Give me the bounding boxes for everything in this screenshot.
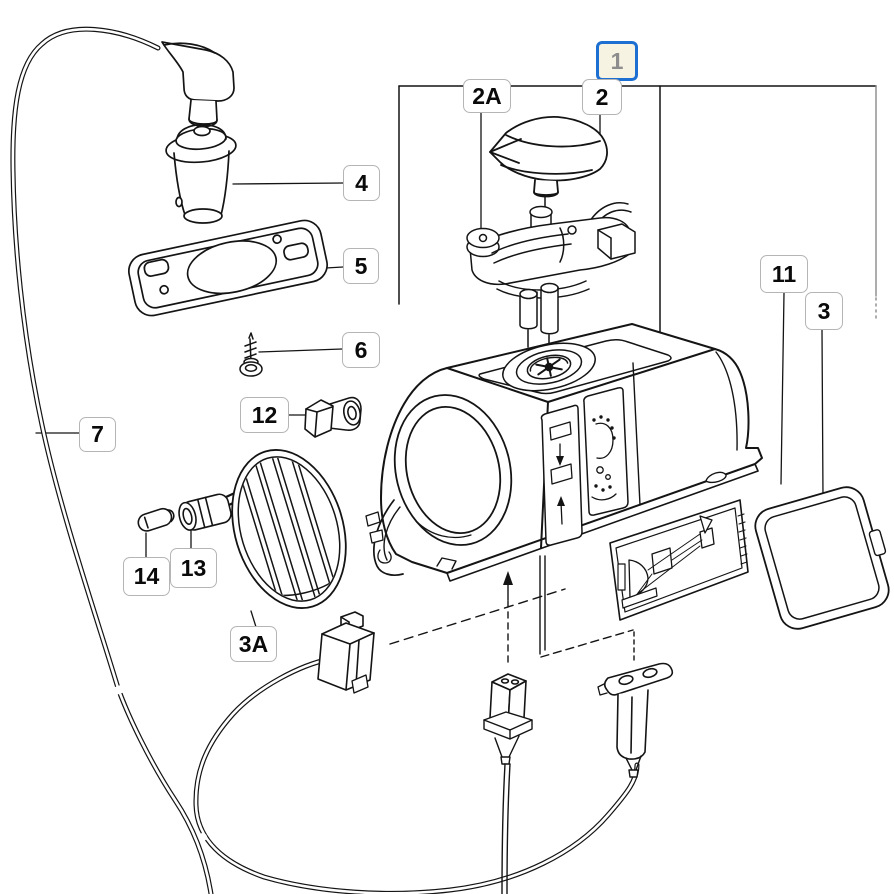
callout-1[interactable]: 1 — [596, 41, 638, 81]
part-4-rubber-cap — [165, 123, 237, 224]
part-11-panel — [609, 499, 749, 621]
part-connector-loop-cable — [186, 656, 640, 894]
callout-3[interactable]: 3 — [805, 292, 843, 330]
part-2-knob — [489, 116, 608, 198]
part-1-housing — [365, 323, 763, 582]
callout-5[interactable]: 5 — [343, 248, 379, 284]
callout-4[interactable]: 4 — [343, 165, 380, 201]
part-3a-cover-disc — [231, 445, 347, 613]
part-12-bulb-holder — [304, 396, 362, 438]
callout-13[interactable]: 13 — [170, 548, 217, 588]
callout-12[interactable]: 12 — [240, 397, 289, 433]
callout-6[interactable]: 6 — [342, 332, 380, 368]
callout-14[interactable]: 14 — [123, 557, 170, 596]
callout-2[interactable]: 2 — [582, 79, 622, 115]
up-arrow-icon — [503, 571, 513, 585]
callout-7[interactable]: 7 — [79, 417, 116, 452]
part-6-screw — [239, 332, 263, 377]
part-3-frame — [754, 486, 890, 630]
part-connector-right — [597, 662, 674, 778]
part-connector-middle — [483, 673, 533, 894]
callout-3a[interactable]: 3A — [230, 626, 277, 662]
part-5-gasket — [128, 219, 328, 317]
part-7-cable — [10, 26, 214, 894]
group-assembly-dashes — [389, 555, 635, 666]
part-2a-switch-assembly — [466, 195, 636, 356]
part-connector-left — [317, 611, 375, 694]
callout-2a[interactable]: 2A — [463, 79, 511, 113]
callout-11[interactable]: 11 — [760, 255, 808, 293]
part-4-boot-connector — [161, 41, 235, 128]
part-14-bulb — [137, 507, 175, 532]
